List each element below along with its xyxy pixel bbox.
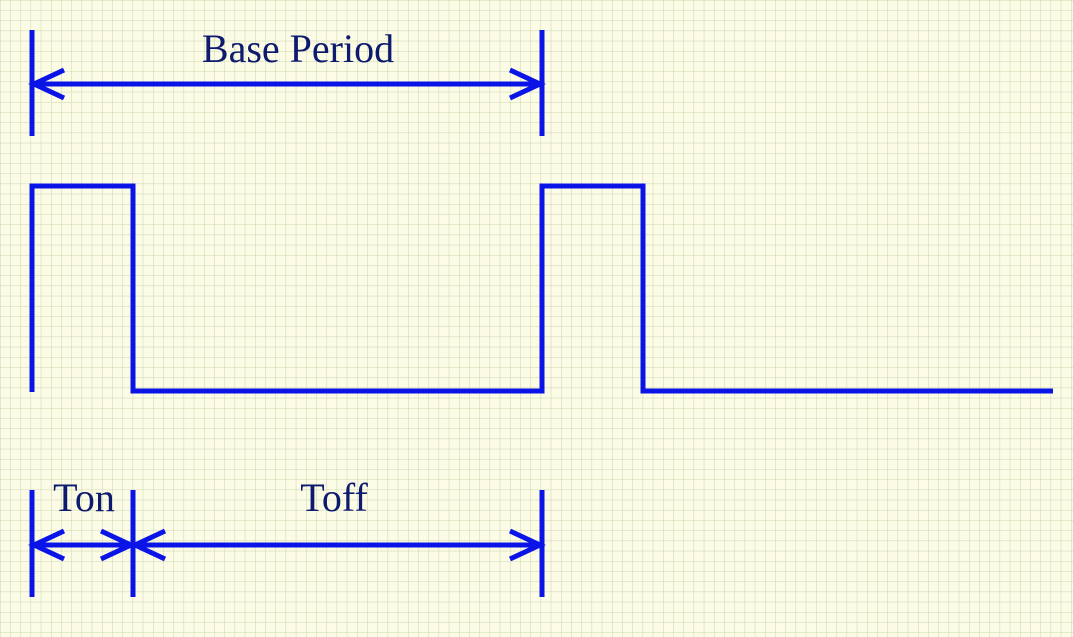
toff-label: Toff xyxy=(300,475,368,520)
ton-left-arrowhead xyxy=(28,528,66,562)
base-period-label: Base Period xyxy=(202,26,394,71)
base-period-right-arrowhead xyxy=(508,67,546,101)
pwm-waveform xyxy=(29,183,1053,394)
ton-label: Ton xyxy=(53,475,115,520)
base-period-left-arrowhead xyxy=(28,67,66,101)
toff-right-arrowhead xyxy=(508,528,546,562)
toff-left-arrowhead xyxy=(129,528,167,562)
